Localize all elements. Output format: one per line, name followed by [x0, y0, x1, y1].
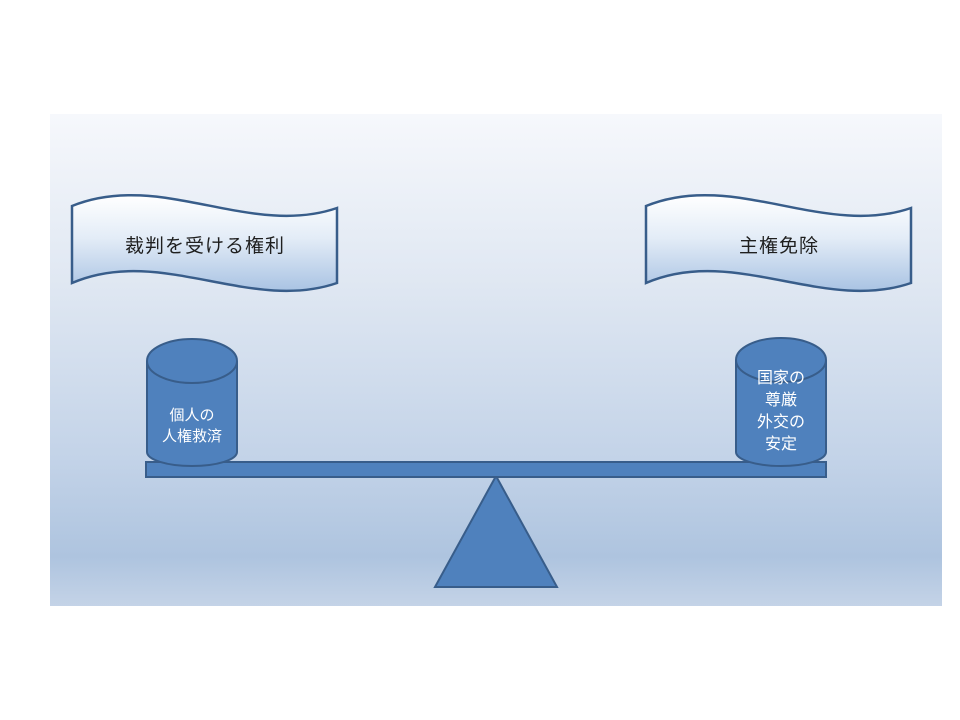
left-cylinder — [146, 338, 238, 467]
fulcrum — [433, 473, 559, 588]
left-banner — [70, 193, 339, 293]
right-banner — [644, 193, 913, 293]
right-cylinder — [735, 337, 827, 467]
left-cylinder-label: 個人の 人権救済 — [161, 406, 222, 445]
left-banner-label: 裁判を受ける権利 — [124, 234, 285, 257]
balance-beam — [145, 461, 827, 478]
right-banner-label: 主権免除 — [738, 234, 819, 257]
right-cylinder-label: 国家の 尊厳 外交の 安定 — [756, 368, 805, 453]
